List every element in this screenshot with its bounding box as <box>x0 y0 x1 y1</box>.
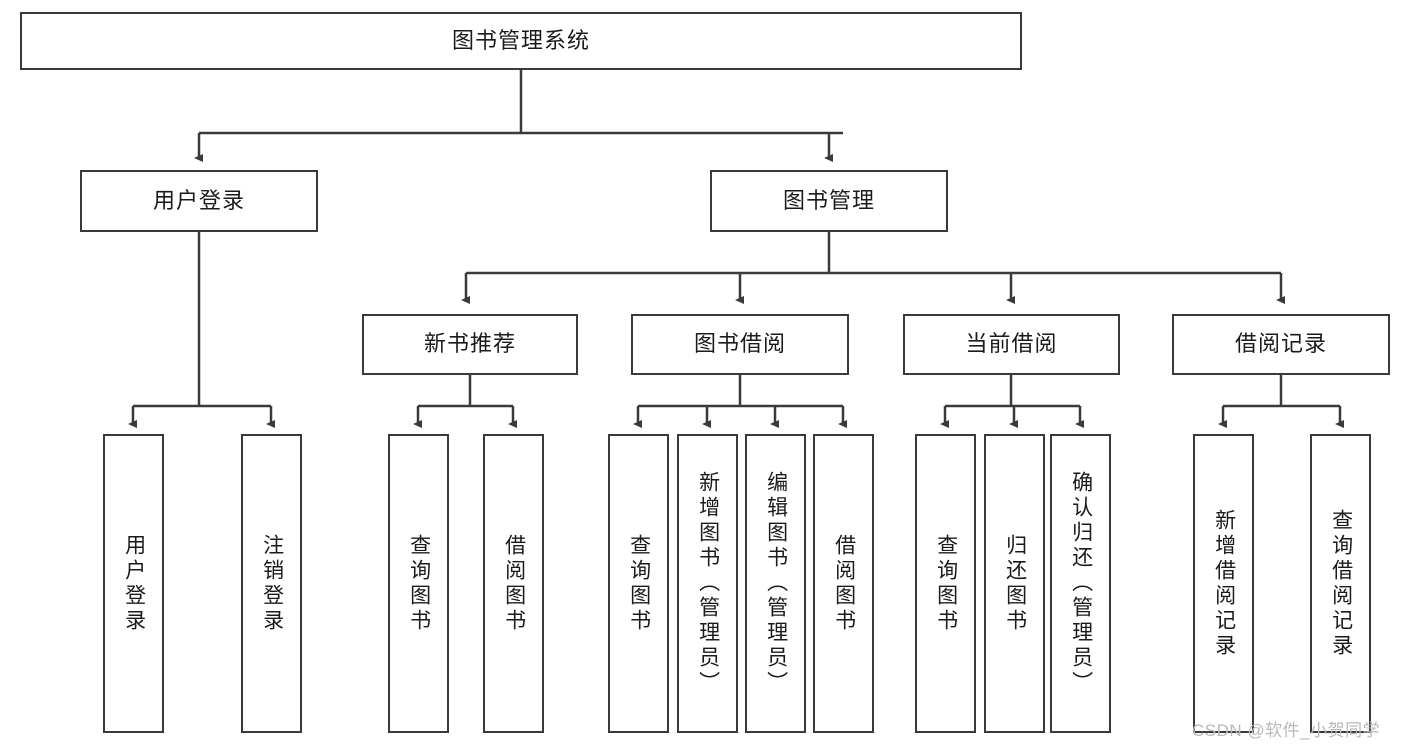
node-leaf-query-book-3[interactable]: 查询图书 <box>915 434 976 733</box>
node-leaf-logout-login[interactable]: 注销登录 <box>241 434 302 733</box>
node-leaf-add-borrow-record-label: 新增借阅记录 <box>1212 508 1236 659</box>
node-leaf-return-book[interactable]: 归还图书 <box>984 434 1045 733</box>
node-leaf-query-borrow-record-label: 查询借阅记录 <box>1329 508 1353 659</box>
node-leaf-borrow-book-1[interactable]: 借阅图书 <box>483 434 544 733</box>
node-leaf-confirm-return-label: 确认归还（管理员） <box>1069 471 1093 696</box>
node-leaf-query-book-2-label: 查询图书 <box>627 533 651 634</box>
node-root-label: 图书管理系统 <box>451 27 590 53</box>
node-leaf-add-book[interactable]: 新增图书（管理员） <box>677 434 738 733</box>
node-leaf-edit-book-label: 编辑图书（管理员） <box>764 471 788 696</box>
node-current-borrow[interactable]: 当前借阅 <box>903 314 1120 375</box>
watermark: CSDN @软件_小贺同学 <box>1192 721 1381 740</box>
node-leaf-user-login-label: 用户登录 <box>122 533 146 634</box>
node-current-borrow-label: 当前借阅 <box>965 331 1058 357</box>
node-book-borrow[interactable]: 图书借阅 <box>631 314 849 375</box>
node-leaf-confirm-return[interactable]: 确认归还（管理员） <box>1050 434 1111 733</box>
node-leaf-edit-book[interactable]: 编辑图书（管理员） <box>745 434 806 733</box>
node-borrow-record-label: 借阅记录 <box>1234 331 1327 357</box>
node-new-book-recommend[interactable]: 新书推荐 <box>362 314 578 375</box>
node-leaf-query-book-3-label: 查询图书 <box>934 533 958 634</box>
node-leaf-query-book-1-label: 查询图书 <box>407 533 431 634</box>
node-leaf-query-borrow-record[interactable]: 查询借阅记录 <box>1310 434 1371 733</box>
node-book-management[interactable]: 图书管理 <box>710 170 948 232</box>
node-book-management-label: 图书管理 <box>782 187 875 213</box>
node-leaf-borrow-book-2-label: 借阅图书 <box>832 533 856 634</box>
node-leaf-query-book-1[interactable]: 查询图书 <box>388 434 449 733</box>
node-user-login[interactable]: 用户登录 <box>80 170 318 232</box>
node-leaf-add-book-label: 新增图书（管理员） <box>696 471 720 696</box>
node-root[interactable]: 图书管理系统 <box>20 12 1022 70</box>
node-user-login-label: 用户登录 <box>152 187 245 213</box>
node-leaf-query-book-2[interactable]: 查询图书 <box>608 434 669 733</box>
node-book-borrow-label: 图书借阅 <box>693 331 786 357</box>
node-borrow-record[interactable]: 借阅记录 <box>1172 314 1390 375</box>
node-leaf-borrow-book-2[interactable]: 借阅图书 <box>813 434 874 733</box>
node-leaf-user-login[interactable]: 用户登录 <box>103 434 164 733</box>
node-leaf-borrow-book-1-label: 借阅图书 <box>502 533 526 634</box>
node-leaf-add-borrow-record[interactable]: 新增借阅记录 <box>1193 434 1254 733</box>
node-leaf-return-book-label: 归还图书 <box>1003 533 1027 634</box>
node-new-book-recommend-label: 新书推荐 <box>423 331 516 357</box>
node-leaf-logout-login-label: 注销登录 <box>260 533 284 634</box>
